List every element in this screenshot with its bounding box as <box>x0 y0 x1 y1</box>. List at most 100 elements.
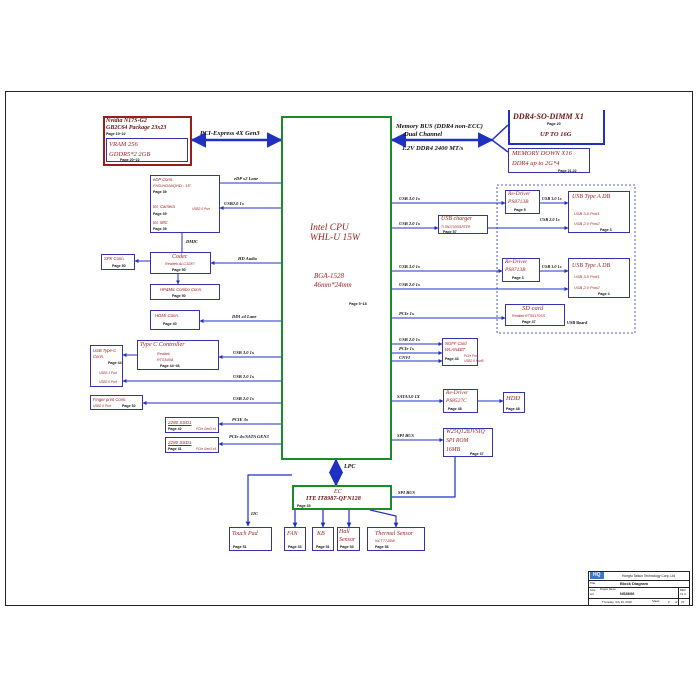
hd-audio-label: HD Audio <box>238 256 257 261</box>
usba2-block <box>568 258 630 298</box>
wlan-usb-port: USB2.0 Port5 <box>464 359 484 363</box>
charger-in-label: USB 2.0 1x <box>399 221 421 226</box>
thermal-name: Thermal Sensor <box>375 531 414 537</box>
redriver1-name-2: PS8713B <box>508 199 529 205</box>
codec-page: Page 50 <box>172 268 186 272</box>
usba2-port-2: USB 2.0 Port2 <box>574 285 600 290</box>
edp-conn: eDP Conn. <box>153 177 174 182</box>
fan-block <box>284 527 306 551</box>
memory-voltage: 1.2V DDR4 2400 MT/s <box>402 145 464 152</box>
wlan-cnvi-label: CNVI <box>399 355 411 360</box>
project-label: Project Name <box>600 588 616 591</box>
finger-page: Page 52 <box>122 404 136 408</box>
finger-usb-port: USB2.0 Port <box>93 404 111 408</box>
ec-block <box>292 485 392 510</box>
spirom-block <box>443 428 493 457</box>
size-label: Size <box>590 588 596 592</box>
typec-controller-name: Type C Controller <box>140 341 185 348</box>
charger-page: Page 57 <box>443 230 457 234</box>
ssd2-interface: PCIe Gen3 x4 <box>196 447 217 451</box>
sdcard-page: Page 47 <box>522 320 536 324</box>
typec-usb2-port: USB2.0 Port <box>99 380 117 384</box>
hall-name-2: Sensor <box>339 537 356 543</box>
hall-block <box>337 527 360 551</box>
gpu-page: Page 19~22 <box>106 132 126 136</box>
ssd2-block <box>165 437 219 453</box>
memory-down-link-2 <box>491 139 509 153</box>
vram-page: Page 20~22 <box>120 158 140 162</box>
usba2-name: USB Type A DB <box>572 263 611 269</box>
vram-type: GDDR5*2 2GB <box>109 151 151 158</box>
memory-down-1: MEMORY DOWN X16 <box>512 150 572 157</box>
ec-page: Page 33 <box>297 504 311 508</box>
hdd-name: HDD <box>506 395 521 402</box>
redriver3-name-2: PS8527C <box>446 398 467 404</box>
hdmi-name: HDMI Conn. <box>155 313 180 318</box>
touchpad-name: Touch Pad <box>232 531 258 537</box>
sdcard-bus-label: PCIe 1x <box>399 311 415 316</box>
pcie-gen3-label: PCI-Express 4X Gen3 <box>200 130 260 137</box>
sata-bus-label: SATA3.0 1X <box>397 394 420 399</box>
typec-part: RTS540A <box>157 358 174 362</box>
typec-controller-block <box>137 340 219 370</box>
company-logo: HQ <box>590 572 604 579</box>
ec-name: EC <box>334 489 342 495</box>
typec-page: Page 44~46 <box>160 364 180 368</box>
redriver1-in-label: USB 3.0 1x <box>399 196 421 201</box>
hp-block <box>150 284 220 300</box>
lpc-label: LPC <box>344 464 356 470</box>
redriver1-page: Page 5 <box>514 208 526 212</box>
ec-part: ITE IT8987-QFN128 <box>306 495 361 502</box>
wlan-pcie-label: PCIe 1x <box>399 346 415 351</box>
redriver2-in-label: USB 3.0 1x <box>399 264 421 269</box>
wlan-pcie-port: PCIe Port <box>464 354 478 358</box>
company-name: Hongfu Taisun Technology Corp.,Ltd <box>622 574 676 578</box>
redriver2-name-1: Re-Driver <box>505 259 528 265</box>
dmic-label: DMIC <box>186 239 199 244</box>
fan-name: FAN <box>287 531 298 537</box>
sodimm-block <box>508 110 605 145</box>
ssd2-page: Page 41 <box>168 447 182 451</box>
title-label: Title <box>590 581 596 585</box>
edp-bus-label: eDP x2 Lane <box>234 176 259 181</box>
kb-page: Page 51 <box>316 545 330 549</box>
spk-page: Page 50 <box>112 264 126 268</box>
edp-page-1: Page 39 <box>153 190 167 194</box>
finger-block <box>90 395 143 410</box>
project-name: NS8606 <box>620 591 635 596</box>
redriver1-name-1: Re-Driver <box>508 191 531 197</box>
cpu-block <box>281 116 392 460</box>
usba1-block <box>568 191 630 233</box>
rev-value: V1.0 <box>680 592 686 596</box>
usb-board-label: USB Board <box>567 320 588 325</box>
wlan-page: Page 43 <box>445 357 459 361</box>
hdmi-block <box>150 310 200 330</box>
hall-page: Page 53 <box>340 545 354 549</box>
ssd1-block <box>165 417 219 433</box>
edp-page-3: Page 39 <box>153 227 167 231</box>
codec-block <box>150 252 211 274</box>
hdd-block <box>503 392 525 413</box>
wlan-name-1: NGFF Card <box>445 341 467 346</box>
memory-down-link <box>491 124 509 141</box>
codec-name: Codec <box>172 254 188 260</box>
title-block-row-3 <box>588 598 690 599</box>
hdd-page: Page 48 <box>506 407 520 411</box>
hdmi-page: Page 40 <box>163 322 177 326</box>
sdcard-name: SD card <box>522 305 544 312</box>
touchpad-block <box>229 527 272 551</box>
gpu-name: Nvidia N17S-G2 <box>106 118 147 124</box>
cpu-page: Page 5~18 <box>349 302 367 306</box>
usba2-usb2-label: USB 2.0 1x <box>399 282 421 287</box>
edp-camera-usb: USB2.0 Port <box>192 207 210 211</box>
thermal-block <box>367 527 425 551</box>
hp-page: Page 50 <box>172 294 186 298</box>
sheet-number: 2 <box>668 600 670 604</box>
sheet-label: Sheet <box>652 599 660 603</box>
fan-page: Page 33 <box>288 545 302 549</box>
thermal-line <box>369 509 399 528</box>
typec-usb3-port: USB3.1 Port <box>99 371 117 375</box>
wlan-usb-label: USB 2.0 1x <box>399 337 421 342</box>
sodimm-capacity: UP TO 16G <box>540 131 572 138</box>
redriver3-name-1: Re-Driver <box>446 390 469 396</box>
